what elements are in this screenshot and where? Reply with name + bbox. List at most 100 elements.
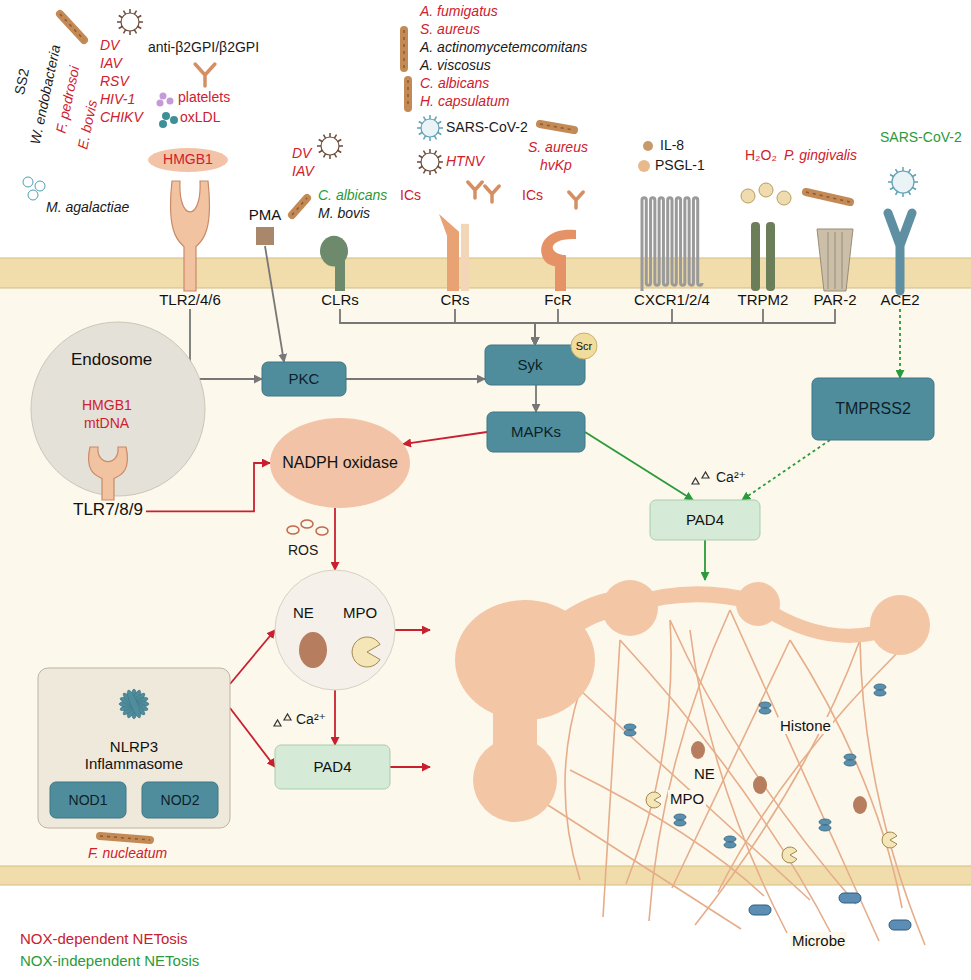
chemokine-icon xyxy=(643,141,653,151)
legend-sample: NOX-independent NETosis xyxy=(20,952,199,969)
histone-part xyxy=(674,814,686,820)
pathway-arrow xyxy=(535,385,537,412)
node-text: PKC xyxy=(289,370,320,387)
pathway-arrow xyxy=(230,708,275,767)
virus-spike xyxy=(417,161,421,163)
chromatin-fiber xyxy=(620,640,833,937)
net-structure: NEMPOHistoneMicrobe xyxy=(430,580,950,965)
node-text: MPO xyxy=(343,604,377,621)
oxldl-dot xyxy=(159,120,167,128)
chromatin-fiber xyxy=(580,690,810,900)
node-text: Microbe xyxy=(790,932,847,949)
pathway-arrow xyxy=(334,508,336,570)
chromatin-fiber xyxy=(690,630,787,933)
oxldl-dot xyxy=(170,116,178,124)
par-receptor-shape xyxy=(817,229,853,291)
microbe-icon xyxy=(889,920,911,930)
tlr-receptor-shape xyxy=(89,447,128,500)
nlrp3-icon xyxy=(125,689,143,719)
virus-spike xyxy=(419,156,422,158)
bacterium-stripe xyxy=(407,80,409,108)
ligand-label: oxLDL xyxy=(180,110,220,125)
virus-body xyxy=(892,171,914,193)
h2o2-molecule xyxy=(741,189,755,203)
bacterium-stripe xyxy=(806,192,850,202)
elastase-icon xyxy=(753,776,767,794)
mpo-icon xyxy=(352,637,380,667)
pathway-arrow xyxy=(535,309,672,345)
ellipse-fill xyxy=(270,418,410,508)
chromatin-fiber xyxy=(565,690,580,880)
histone-icon xyxy=(624,724,636,736)
node-text: CRs xyxy=(440,291,469,308)
bacterium-body xyxy=(292,198,307,215)
virus-icon xyxy=(417,149,443,175)
receptor: FcR xyxy=(536,226,580,309)
virus-spike xyxy=(129,31,131,35)
virus-spike xyxy=(438,122,441,124)
cr-chain xyxy=(461,224,469,291)
pathway-arrow xyxy=(334,690,336,745)
calcium-ion xyxy=(284,714,291,720)
node-text: PAR-2 xyxy=(813,291,856,308)
node-text: TMPRSS2 xyxy=(835,400,911,418)
pathway-arrow xyxy=(535,309,558,345)
microbe-icon xyxy=(839,893,861,903)
antibody-icon xyxy=(485,186,499,202)
histone-icon xyxy=(819,819,831,831)
chromatin-fiber xyxy=(570,770,764,896)
ligand-label: HIV-1 xyxy=(100,92,135,107)
bacterium-icon xyxy=(60,14,84,40)
histone-icon xyxy=(759,702,771,714)
node-text: PAD4 xyxy=(686,511,724,528)
rotated-pathogen-label: F. pedrosoi xyxy=(53,65,82,135)
ligand-label: PSGL-1 xyxy=(655,158,705,173)
histone-part xyxy=(624,724,636,730)
node-text: NLRP3 Inflammasome xyxy=(74,738,194,773)
histone-icon xyxy=(674,814,686,826)
virus-spike xyxy=(419,122,422,124)
legend-text: NOX-independent NETosis xyxy=(20,952,199,969)
virus-spike xyxy=(135,11,137,14)
virus-spike xyxy=(339,145,343,147)
bacterium-body xyxy=(806,192,850,202)
virus-icon xyxy=(417,115,443,141)
pathway-arrow xyxy=(585,432,693,500)
circle-fill xyxy=(275,570,395,690)
ligand-label: platelets xyxy=(178,90,230,105)
node-text: CXCR1/2/4 xyxy=(634,291,710,308)
calcium-ion xyxy=(274,720,281,726)
virus-spike xyxy=(129,9,131,13)
virus-spike xyxy=(890,188,893,190)
ligand-label: CHIKV xyxy=(100,110,143,125)
mpo-icon xyxy=(646,792,661,808)
bacterium-icon xyxy=(806,192,850,202)
ros-molecule xyxy=(316,527,328,535)
pathway-arrow xyxy=(742,440,830,500)
cr-receptor-shape xyxy=(439,214,459,291)
virus-spike xyxy=(429,149,431,153)
box-fill xyxy=(485,345,585,385)
h2o2-molecule xyxy=(777,191,791,205)
pathway-arrow xyxy=(535,309,763,345)
node-text: Endosome xyxy=(71,350,152,370)
ligand-label: M. bovis xyxy=(318,206,370,221)
virus-spike xyxy=(419,133,422,135)
box-fill xyxy=(142,782,218,818)
receptor-shape xyxy=(815,228,855,291)
gpcr-serpentine xyxy=(642,198,702,291)
virus-icon xyxy=(888,167,918,197)
node-text: NOD1 xyxy=(69,792,108,808)
ligand-label: HMGB1 xyxy=(82,398,132,413)
receptor-shape xyxy=(748,222,778,291)
inflammasome-panel: NOD1NOD2NLRP3 Inflammasome xyxy=(38,668,230,828)
virus-spike xyxy=(338,140,341,142)
ligand-label: DV xyxy=(292,146,311,161)
ligand-label: A. actinomycetemcomitans xyxy=(420,40,587,55)
cell-membrane xyxy=(0,866,971,885)
nucleus-lobe xyxy=(602,580,658,636)
clr-domain xyxy=(320,236,348,267)
granule-circle-shape xyxy=(275,570,395,690)
elastase-icon xyxy=(853,796,867,814)
